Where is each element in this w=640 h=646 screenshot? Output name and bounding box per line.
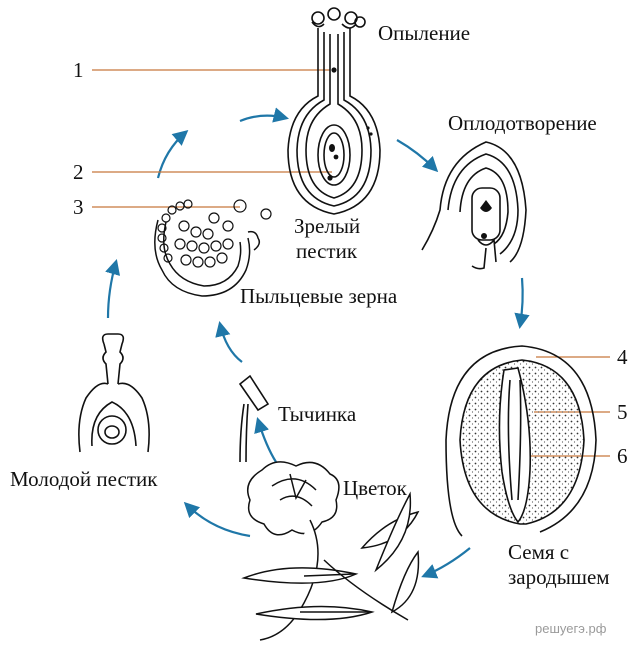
mature-pistil-drawing <box>288 8 380 214</box>
label-young-pistil: Молодой пестик <box>10 469 157 490</box>
arrow-flower-to-young-pistil <box>186 504 250 536</box>
label-mature-pistil-line2: пестик <box>296 241 357 262</box>
callout-number-4: 4 <box>617 347 628 368</box>
callout-number-3: 3 <box>73 197 84 218</box>
arrow-to-fertilization <box>397 140 436 170</box>
callout-number-6: 6 <box>617 446 628 467</box>
stamen-drawing <box>240 376 268 462</box>
label-mature-pistil-line1: Зрелый <box>294 216 360 237</box>
label-flower: Цветок <box>343 478 407 499</box>
label-pollen-grains: Пыльцевые зерна <box>240 286 397 307</box>
callout-number-5: 5 <box>617 402 628 423</box>
label-seed-line2: зародышем <box>508 567 610 588</box>
seed-drawing <box>446 346 596 536</box>
label-fertilization: Оплодотворение <box>448 113 597 134</box>
arrow-to-seed <box>520 278 523 326</box>
watermark: решуегэ.рф <box>535 622 606 635</box>
arrow-to-mature-pistil <box>240 116 286 121</box>
arrow-stamen-to-pollen <box>220 324 242 362</box>
label-pollination: Опыление <box>378 23 470 44</box>
arrow-young-pistil-to-pollen <box>108 262 116 318</box>
young-pistil-drawing <box>79 334 149 452</box>
arrow-pollen-to-pistil <box>158 132 186 178</box>
callout-number-2: 2 <box>73 162 84 183</box>
fertilization-dots <box>480 200 492 239</box>
label-seed-line1: Семя с <box>508 542 569 563</box>
callout-number-1: 1 <box>73 60 84 81</box>
arrow-flower-to-stamen <box>258 420 276 462</box>
arrow-seed-to-flower <box>424 548 470 576</box>
pollen-grains <box>158 200 271 267</box>
label-stamen: Тычинка <box>278 404 356 425</box>
fertilization-drawing <box>422 142 526 269</box>
